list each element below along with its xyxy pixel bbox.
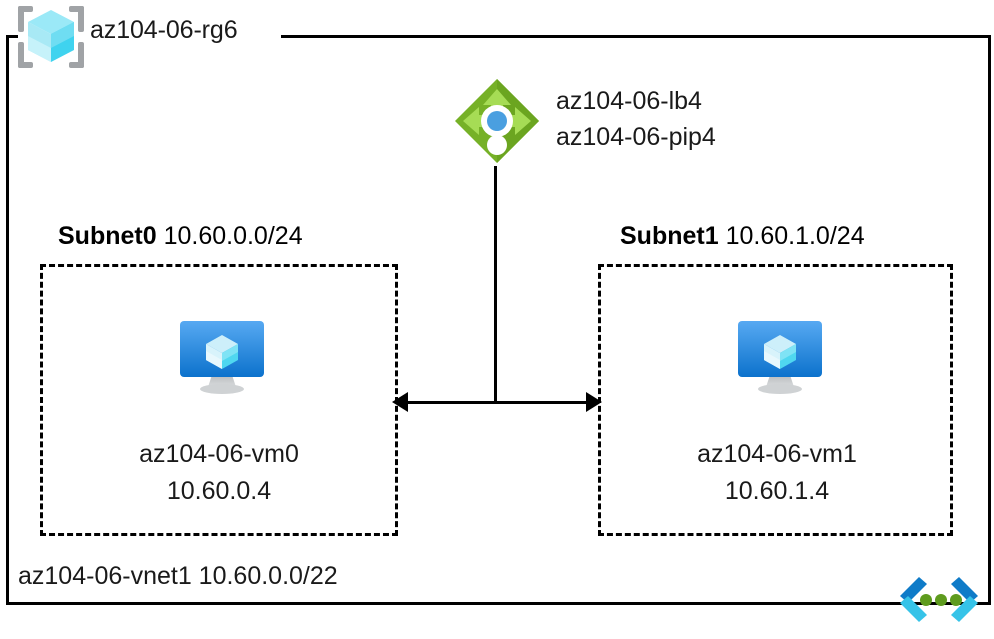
resource-group-label: az104-06-rg6	[90, 16, 238, 44]
subnet1-cidr: 10.60.1.0/24	[725, 222, 865, 250]
subnet-link-line	[406, 401, 586, 404]
public-ip-name: az104-06-pip4	[556, 123, 716, 151]
virtual-network-icon	[893, 573, 985, 635]
vm0-ip: 10.60.0.4	[166, 477, 272, 505]
vnet-border-top-right	[281, 35, 991, 38]
vm0-name: az104-06-vm0	[139, 440, 299, 468]
subnet0-heading: Subnet0 10.60.0.0/24	[58, 222, 303, 251]
arrow-left-icon	[392, 392, 408, 412]
vnet-border-bottom	[6, 602, 991, 605]
resource-group-cube-icon	[16, 2, 86, 72]
virtual-machine-icon	[734, 315, 826, 397]
vnet-border-right	[988, 35, 991, 605]
vm1-labels: az104-06-vm1 10.60.1.4	[607, 436, 947, 510]
subnet0-name: Subnet0	[58, 222, 157, 250]
subnet0-cidr: 10.60.0.0/24	[163, 222, 303, 250]
load-balancer-connector-line	[494, 166, 497, 404]
arrow-right-icon	[586, 392, 602, 412]
vm1-name: az104-06-vm1	[697, 440, 857, 468]
subnet1-name: Subnet1	[620, 222, 719, 250]
load-balancer-labels: az104-06-lb4 az104-06-pip4	[556, 83, 716, 155]
vm0-labels: az104-06-vm0 10.60.0.4	[49, 436, 389, 510]
virtual-machine-icon	[176, 315, 268, 397]
load-balancer-icon	[451, 75, 543, 170]
vm1-ip: 10.60.1.4	[724, 477, 830, 505]
vnet-border-top-left	[6, 35, 18, 38]
subnet1-heading: Subnet1 10.60.1.0/24	[620, 222, 865, 251]
vnet-label: az104-06-vnet1 10.60.0.0/22	[18, 562, 338, 590]
load-balancer-name: az104-06-lb4	[556, 87, 702, 115]
vnet-border-left	[6, 35, 9, 605]
